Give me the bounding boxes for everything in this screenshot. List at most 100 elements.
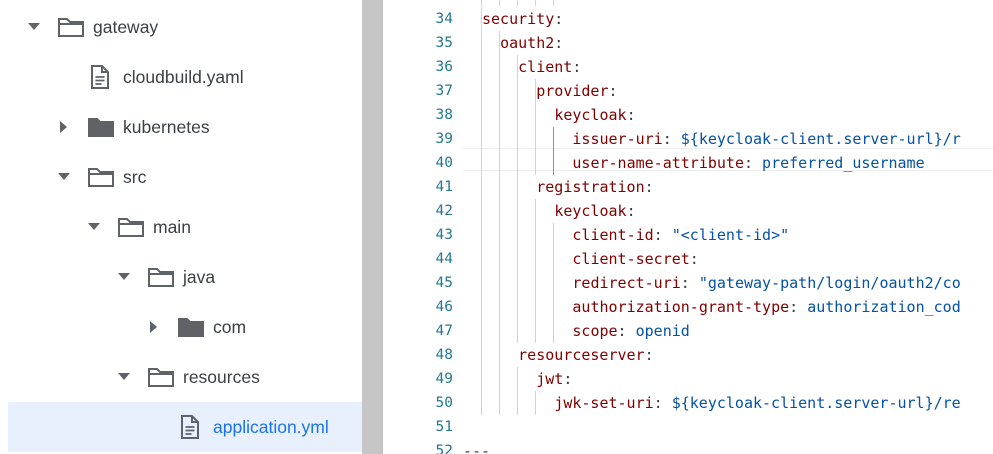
tree-item-label: src <box>123 167 147 187</box>
code-line[interactable]: --- <box>463 439 490 454</box>
code-line[interactable]: provider: <box>536 79 617 103</box>
tree-item-cloudbuild-yaml[interactable]: cloudbuild.yaml <box>8 52 362 102</box>
file-text-icon <box>181 402 199 452</box>
yaml-value: "gateway-path/login/oauth2/co <box>698 274 961 292</box>
caret-down-icon[interactable] <box>114 252 134 302</box>
code-line[interactable]: client-secret: <box>572 247 698 271</box>
code-line[interactable]: registration: <box>536 175 653 199</box>
tree-item-kubernetes[interactable]: kubernetes <box>8 102 362 152</box>
folder-icon <box>148 352 174 402</box>
tree-item-main[interactable]: main <box>8 202 362 252</box>
folder-icon <box>178 302 204 352</box>
tree-item-label: com <box>213 317 247 337</box>
line-number: 38 <box>435 107 453 123</box>
line-number: 49 <box>435 371 453 387</box>
line-number: 41 <box>435 179 453 195</box>
caret-down-icon[interactable] <box>24 2 44 52</box>
line-number: 48 <box>435 347 453 363</box>
yaml-separator: : <box>680 274 699 292</box>
caret-right-icon[interactable] <box>54 102 74 152</box>
yaml-value: ${keycloak-client.server-url}/r <box>680 130 961 148</box>
code-line[interactable]: keycloak: <box>554 199 635 223</box>
yaml-key: keycloak <box>554 202 627 220</box>
line-number: 45 <box>435 275 453 291</box>
yaml-separator: : <box>653 394 672 412</box>
yaml-separator: : <box>743 154 763 172</box>
pane-splitter[interactable] <box>362 0 382 454</box>
line-number: 40 <box>435 155 453 171</box>
tree-item-java[interactable]: java <box>8 252 362 302</box>
code-line[interactable]: client: <box>518 55 581 79</box>
indent-guide <box>499 31 501 415</box>
yaml-key: issuer-uri <box>572 130 663 148</box>
tree-item-label: kubernetes <box>123 117 210 137</box>
yaml-key: jwt <box>536 370 564 388</box>
tree-item-gateway[interactable]: gateway <box>8 2 362 52</box>
code-line[interactable]: scope: openid <box>572 319 689 343</box>
caret-down-icon[interactable] <box>54 152 74 202</box>
code-line[interactable]: jwk-set-uri: ${keycloak-client.server-ur… <box>554 391 960 415</box>
code-line[interactable]: oauth2: <box>500 31 563 55</box>
yaml-key: authorization-grant-type <box>572 298 790 316</box>
yaml-key: client-id <box>572 226 654 244</box>
yaml-key: --- <box>463 442 491 454</box>
yaml-separator: : <box>554 10 564 28</box>
line-number: 37 <box>435 83 453 99</box>
line-number: 36 <box>435 59 453 75</box>
yaml-separator: : <box>789 298 808 316</box>
code-line[interactable]: client-id: "<client-id>" <box>572 223 789 247</box>
yaml-separator: : <box>608 82 618 100</box>
indent-guide <box>535 199 537 343</box>
code-line[interactable]: user-name-attribute: preferred_username <box>572 151 924 175</box>
yaml-separator: : <box>617 322 636 340</box>
yaml-value: authorization_cod <box>807 298 961 316</box>
yaml-key: keycloak <box>554 106 627 124</box>
tree-item-label: resources <box>183 367 260 387</box>
yaml-key: redirect-uri <box>572 274 681 292</box>
indent-guide <box>535 391 537 415</box>
yaml-key: scope <box>572 322 618 340</box>
caret-down-icon[interactable] <box>114 352 134 402</box>
code-line[interactable]: issuer-uri: ${keycloak-client.server-url… <box>572 127 960 151</box>
indent-guide <box>535 79 537 175</box>
code-line[interactable]: jwt: <box>536 367 572 391</box>
tree-item-application-yml[interactable]: application.yml <box>8 402 362 452</box>
yaml-separator: : <box>689 250 699 268</box>
code-line[interactable]: keycloak: <box>554 103 635 127</box>
yaml-separator: : <box>653 226 672 244</box>
tree-item-label: java <box>183 267 216 287</box>
line-number: 44 <box>435 251 453 267</box>
tree-item-label: application.yml <box>213 417 329 437</box>
yaml-key: client <box>518 58 573 76</box>
tree-item-label: main <box>153 217 191 237</box>
yaml-key: provider <box>536 82 609 100</box>
code-line[interactable]: authorization-grant-type: authorization_… <box>572 295 960 319</box>
file-text-icon <box>91 52 109 102</box>
yaml-key: client-secret <box>572 250 690 268</box>
caret-right-icon[interactable] <box>144 302 164 352</box>
tree-item-resources[interactable]: resources <box>8 352 362 402</box>
tree-item-com[interactable]: com <box>8 302 362 352</box>
indent-guide <box>517 367 519 415</box>
yaml-separator: : <box>626 106 636 124</box>
code-area[interactable]: security:oauth2:client:provider:keycloak… <box>463 0 993 454</box>
yaml-value: preferred_username <box>762 154 925 172</box>
line-number: 46 <box>435 299 453 315</box>
line-number: 42 <box>435 203 453 219</box>
line-number: 39 <box>435 131 453 147</box>
line-number: 34 <box>435 11 453 27</box>
indent-guide <box>517 55 519 343</box>
indent-guide <box>499 0 501 6</box>
caret-down-icon[interactable] <box>84 202 104 252</box>
code-line[interactable]: redirect-uri: "gateway-path/login/oauth2… <box>572 271 960 295</box>
indent-guide <box>481 7 482 415</box>
tree-item-src[interactable]: src <box>8 152 362 202</box>
yaml-key: jwk-set-uri <box>554 394 654 412</box>
code-line[interactable]: resourceserver: <box>518 343 653 367</box>
code-line[interactable]: security: <box>482 7 563 31</box>
yaml-separator: : <box>644 346 654 364</box>
yaml-separator: : <box>644 178 654 196</box>
line-number: 51 <box>435 419 453 435</box>
indent-guide <box>535 0 537 6</box>
